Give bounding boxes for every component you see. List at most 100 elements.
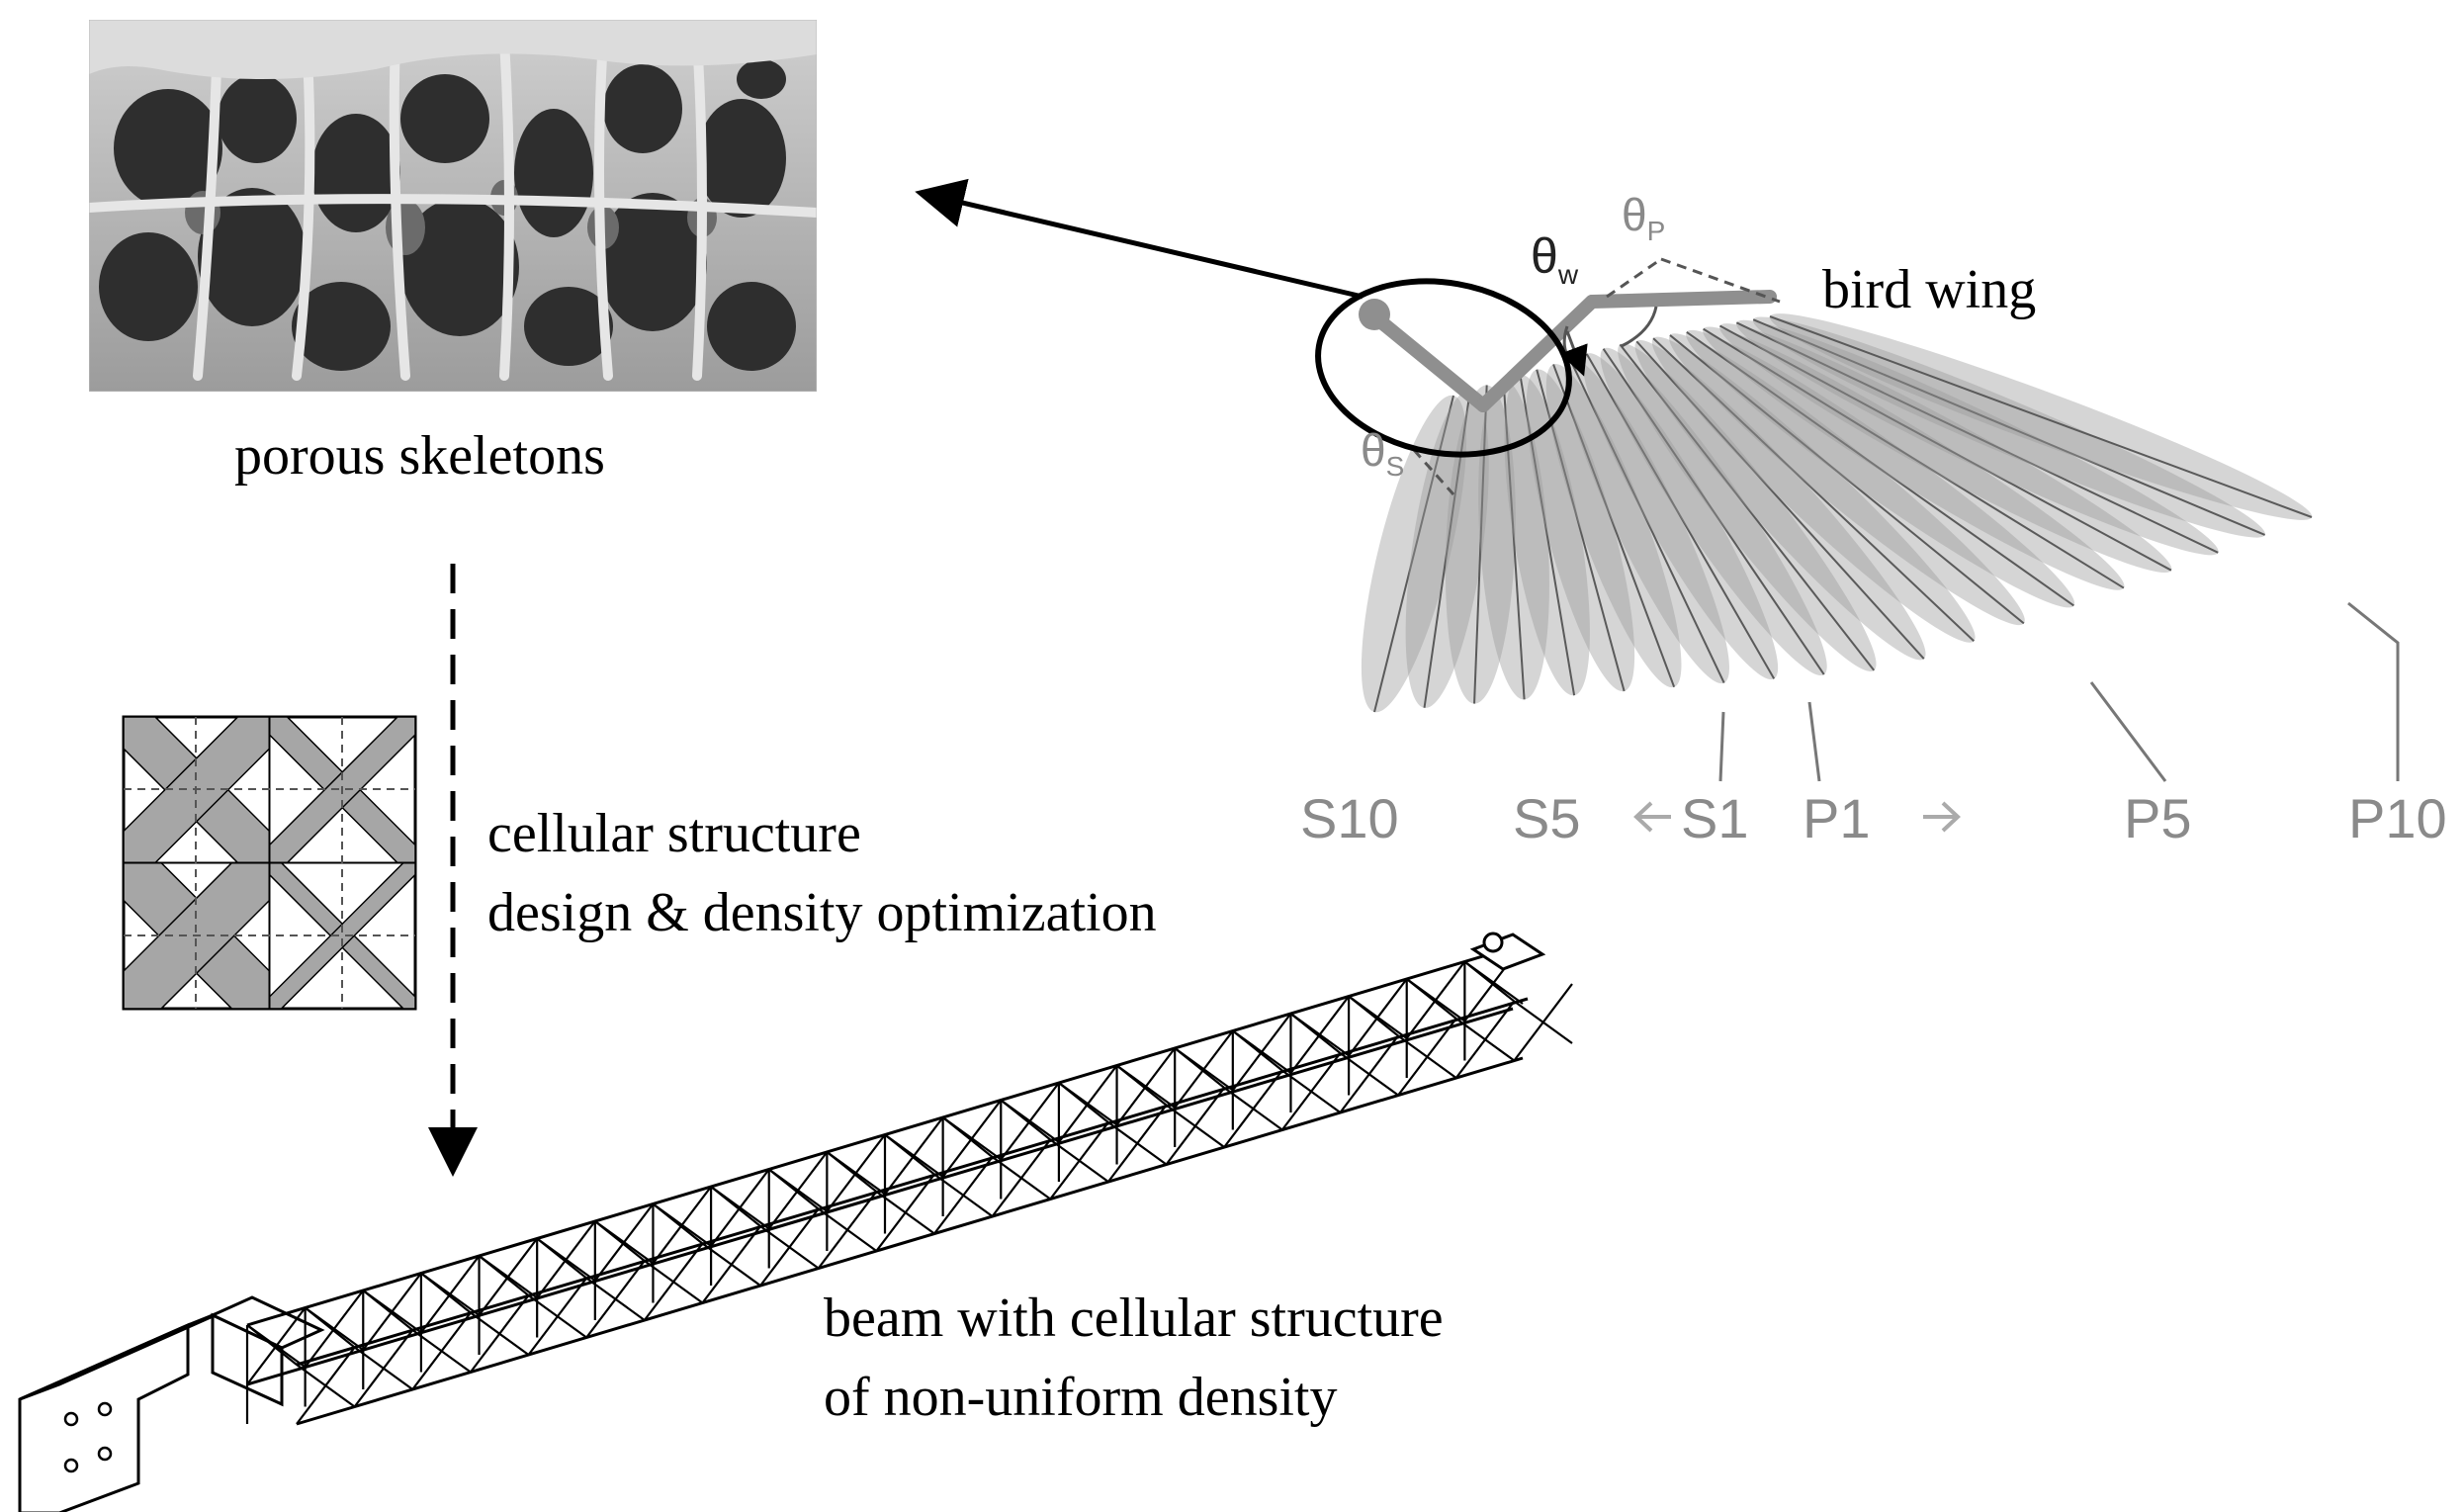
lattice-strut bbox=[1405, 960, 1466, 1039]
lattice-strut bbox=[826, 1151, 878, 1193]
lattice-strut bbox=[1348, 978, 1408, 1057]
lattice-beam-drawing bbox=[18, 932, 1573, 1512]
lattice-strut bbox=[1000, 1082, 1060, 1161]
lattice-strut bbox=[1232, 1029, 1283, 1072]
lattice-strut bbox=[1463, 960, 1516, 1003]
feather-shaft bbox=[1703, 327, 2125, 589]
unit-cell-diagram bbox=[122, 715, 417, 1011]
lattice-strut bbox=[420, 1272, 472, 1314]
feather-shaft bbox=[1652, 337, 1976, 642]
feather-shaft bbox=[1552, 364, 1676, 688]
feather-shaft bbox=[1669, 334, 2025, 625]
theta-p-label: θP bbox=[1622, 189, 1666, 247]
lattice-strut bbox=[1174, 1029, 1234, 1109]
porous-skeletons-label: porous skeletons bbox=[234, 425, 605, 487]
lattice-strut bbox=[411, 1311, 472, 1390]
lattice-strut bbox=[1174, 1047, 1225, 1089]
lattice-strut bbox=[1513, 983, 1573, 1062]
feather-shaft bbox=[1502, 380, 1526, 700]
s1-label: S1 bbox=[1681, 787, 1749, 849]
feather-shaft bbox=[1423, 390, 1471, 708]
lattice-strut bbox=[884, 1133, 935, 1176]
theta-s-label: θS bbox=[1361, 424, 1405, 483]
lattice-strut bbox=[767, 1151, 829, 1230]
reference-arrow bbox=[915, 178, 1364, 300]
lattice-strut bbox=[594, 1220, 646, 1262]
lattice-strut bbox=[1058, 1082, 1109, 1123]
lattice-strut bbox=[1058, 1064, 1118, 1143]
lattice-strut bbox=[1280, 1052, 1342, 1131]
lattice-strut bbox=[296, 1346, 356, 1425]
s5-label: S5 bbox=[1513, 787, 1581, 849]
lattice-strut bbox=[1406, 978, 1457, 1020]
feather-shaft bbox=[1602, 348, 1825, 675]
lattice-strut bbox=[933, 1156, 994, 1235]
lattice-strut bbox=[536, 1237, 587, 1280]
wing-highlight-ellipse bbox=[1315, 278, 1572, 458]
feather-shaft bbox=[1635, 340, 1925, 660]
lattice-strut bbox=[478, 1237, 539, 1316]
bird-wing-label: bird wing bbox=[1822, 259, 2037, 320]
theta-w-label: θw bbox=[1531, 228, 1579, 290]
feather-shaft bbox=[1619, 343, 1876, 671]
lattice-strut bbox=[759, 1207, 820, 1287]
lattice-strut bbox=[768, 1168, 820, 1210]
feather-shaft bbox=[1568, 358, 1725, 683]
cellular-label-line2: design & density optimization bbox=[487, 882, 1157, 943]
lattice-strut bbox=[875, 1173, 935, 1252]
feather-shaft bbox=[1752, 318, 2266, 536]
feather-shaft bbox=[1373, 395, 1454, 713]
p1-label: P1 bbox=[1803, 787, 1871, 849]
lattice-strut bbox=[1049, 1121, 1109, 1201]
lattice-strut bbox=[1000, 1099, 1051, 1141]
lattice-strut bbox=[652, 1202, 704, 1245]
lattice-strut bbox=[304, 1306, 356, 1349]
lattice-strut bbox=[1397, 1018, 1457, 1097]
lattice-strut bbox=[420, 1255, 481, 1334]
feather-shaft bbox=[1769, 315, 2313, 518]
beam-label-line1: beam with cellular structure bbox=[824, 1288, 1444, 1349]
p10-label: P10 bbox=[2348, 787, 2447, 849]
lattice-strut bbox=[1231, 1013, 1292, 1092]
feather-shaft bbox=[1686, 330, 2074, 607]
lattice-strut bbox=[536, 1220, 596, 1299]
feather-shaft bbox=[1585, 353, 1776, 679]
lattice-strut bbox=[304, 1290, 365, 1369]
lattice-strut bbox=[246, 1306, 307, 1385]
lattice-strut bbox=[941, 1116, 994, 1158]
lattice-strut bbox=[1289, 1013, 1342, 1054]
lattice-strut bbox=[362, 1272, 422, 1351]
bird-wing-illustration bbox=[1315, 257, 2400, 833]
feather-shaft bbox=[1519, 374, 1576, 696]
lattice-strut bbox=[1339, 1034, 1399, 1113]
lattice-strut bbox=[884, 1116, 944, 1196]
wing-feathers bbox=[1361, 313, 2313, 713]
lattice-strut bbox=[362, 1290, 413, 1331]
lattice-strut bbox=[593, 1202, 655, 1282]
lattice-strut bbox=[701, 1225, 761, 1304]
lattice-strut bbox=[1454, 1000, 1516, 1079]
lattice-strut bbox=[1165, 1087, 1226, 1166]
s10-label: S10 bbox=[1300, 787, 1399, 849]
lattice-strut bbox=[353, 1329, 414, 1408]
lattice-strut bbox=[1348, 995, 1399, 1037]
feather-shaft bbox=[1735, 321, 2219, 554]
lattice-strut bbox=[527, 1277, 588, 1356]
feather-shaft bbox=[1718, 324, 2172, 572]
lattice-strut bbox=[652, 1186, 712, 1265]
lattice-strut bbox=[817, 1191, 878, 1270]
lattice-strut bbox=[1115, 1064, 1168, 1107]
lattice-strut bbox=[1107, 1104, 1168, 1183]
porous-skeleton-photo bbox=[89, 20, 817, 392]
feather-shaft bbox=[1473, 385, 1488, 704]
lattice-strut bbox=[710, 1186, 761, 1227]
lattice-strut bbox=[710, 1168, 770, 1247]
lattice-strut bbox=[246, 1324, 298, 1366]
lattice-strut bbox=[941, 1099, 1003, 1178]
lattice-strut bbox=[643, 1242, 704, 1321]
lattice-strut bbox=[478, 1255, 530, 1296]
cellular-label-line1: cellular structure bbox=[487, 803, 861, 864]
p5-label: P5 bbox=[2124, 787, 2192, 849]
